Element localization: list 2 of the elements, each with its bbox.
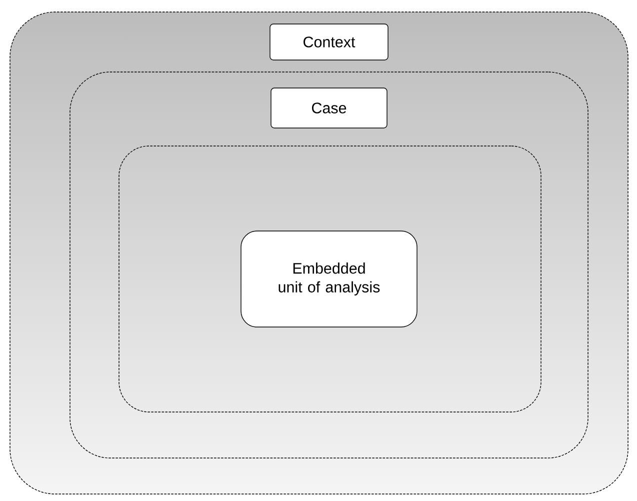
dashed-region — [118, 146, 542, 412]
unit-box: Embedded unit of analysis — [240, 230, 418, 328]
